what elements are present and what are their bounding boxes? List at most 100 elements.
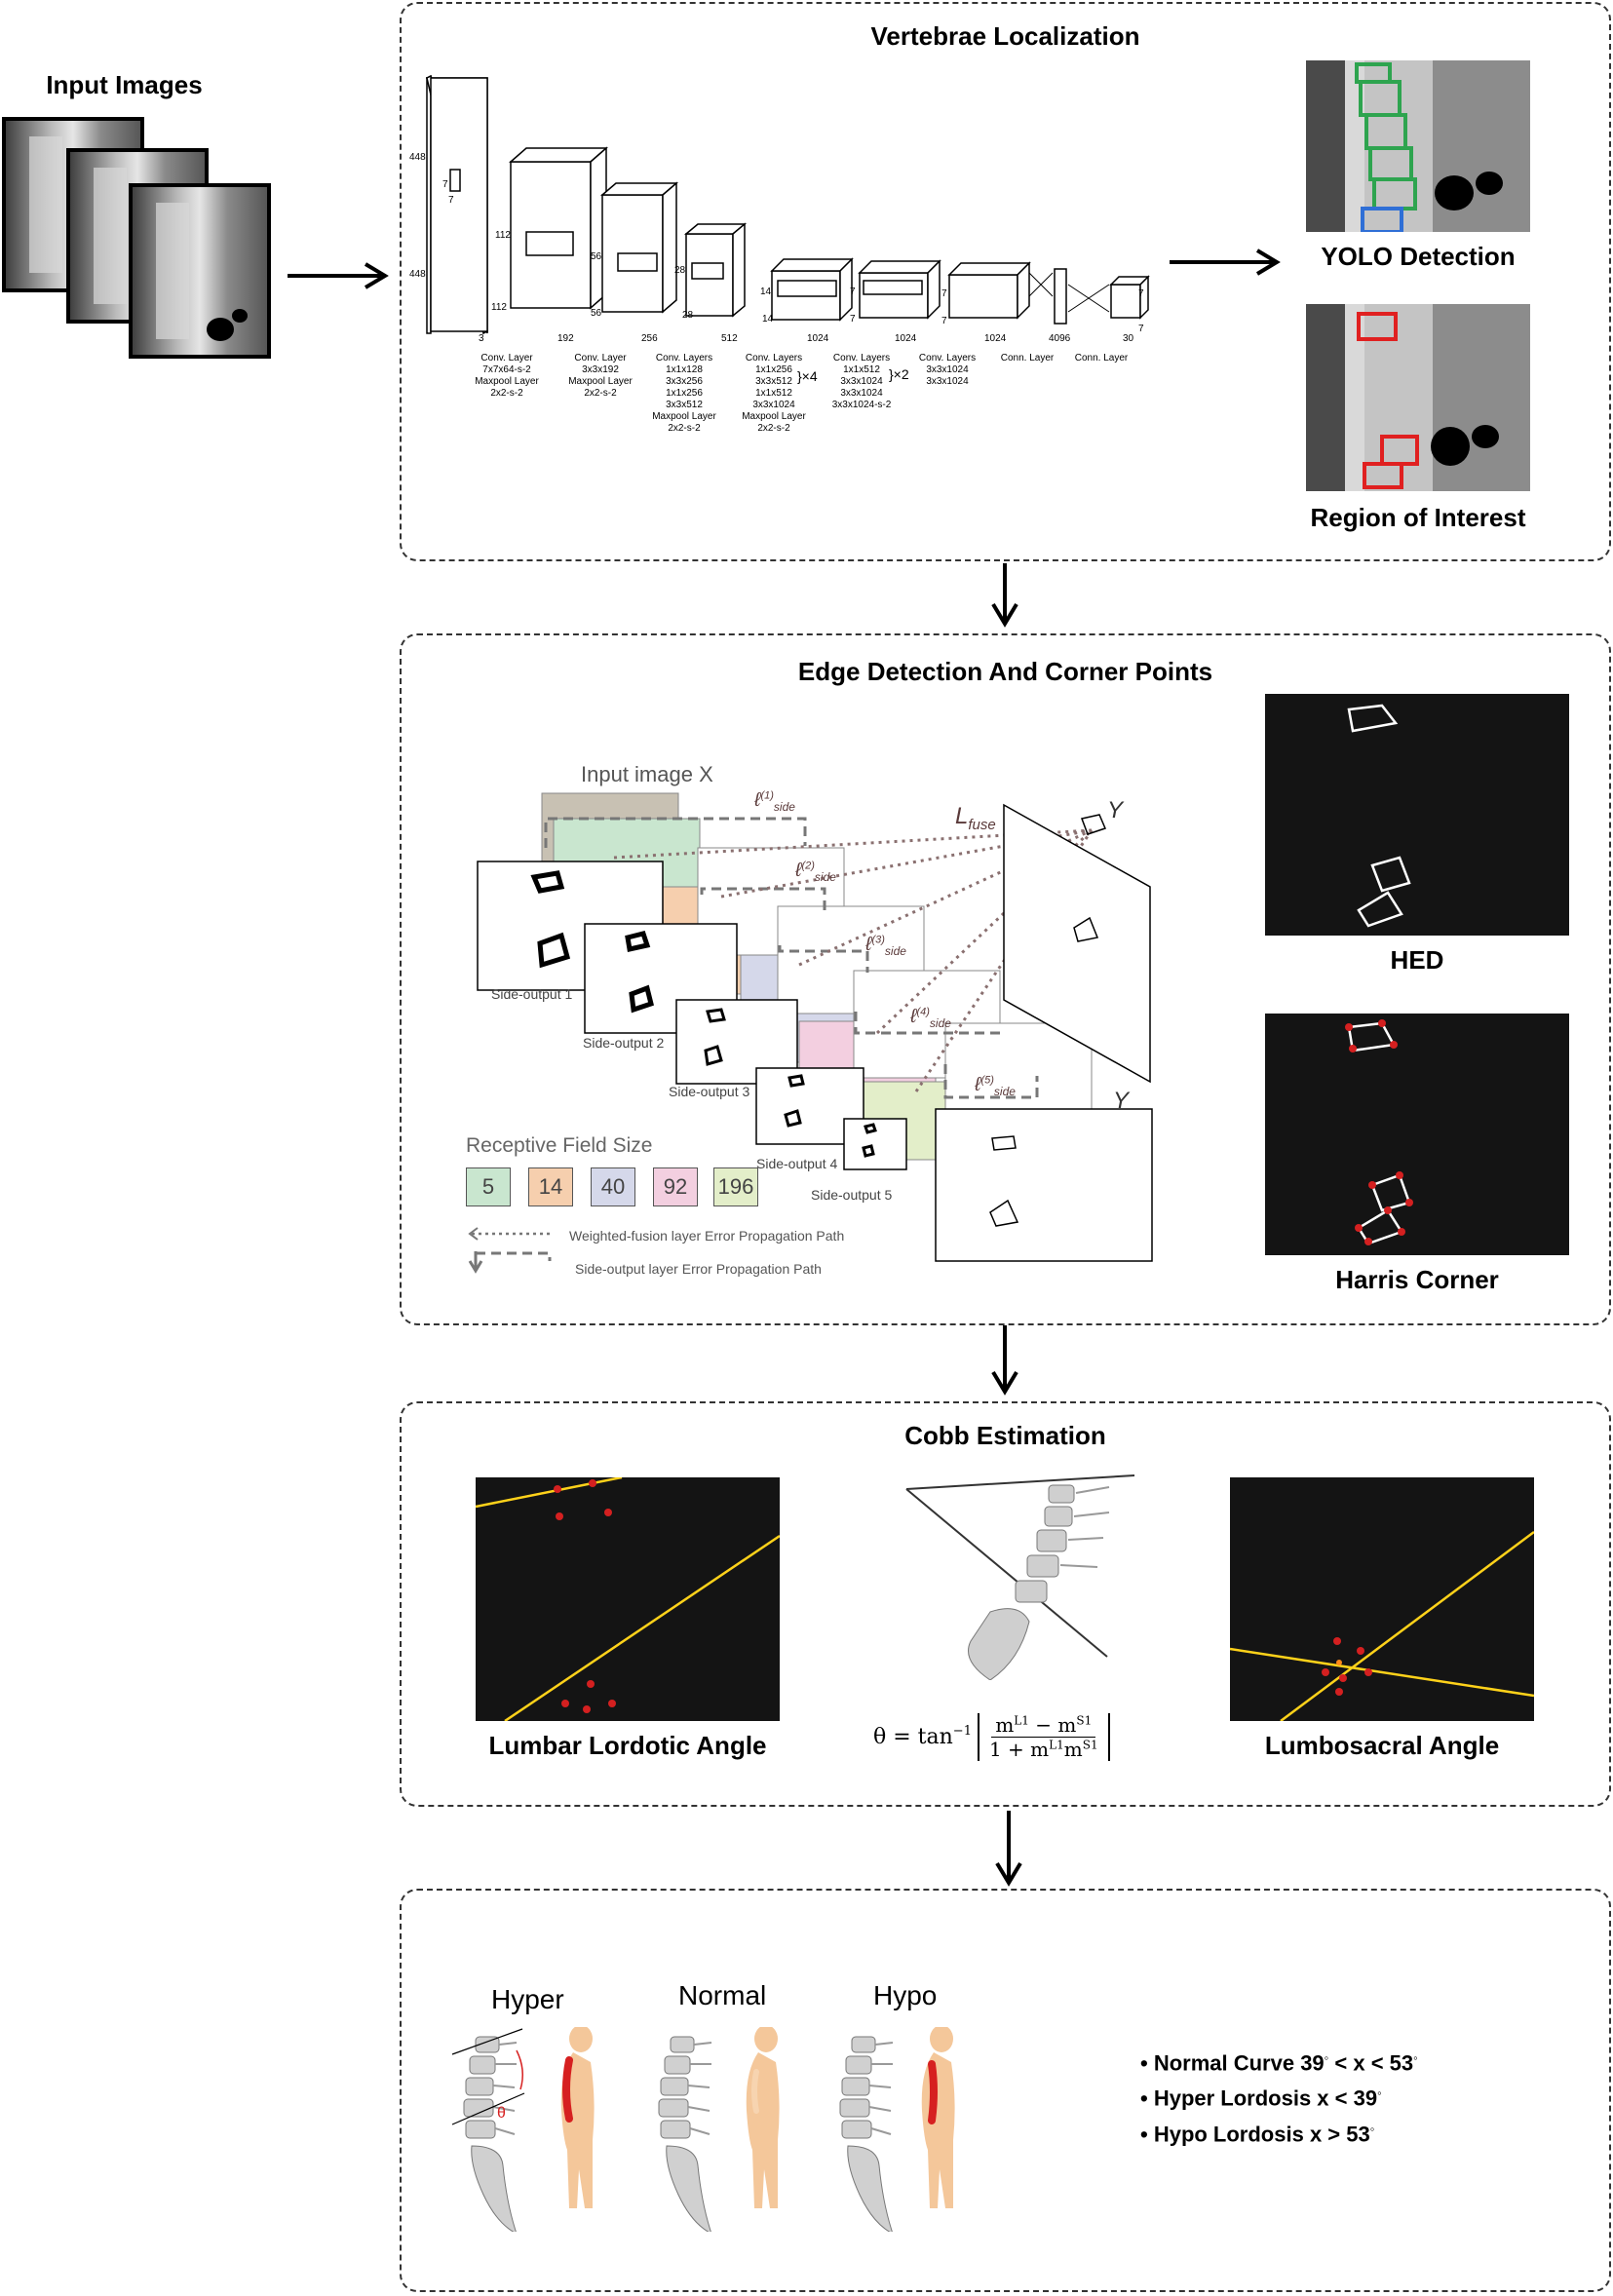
roi-label: Region of Interest — [1310, 503, 1526, 532]
side-output-label: Side-output 4 — [756, 1156, 838, 1171]
layer-caption: Conv. Layers 1x1x128 3x3x256 1x1x256 3x3… — [652, 353, 716, 434]
arrow-down-1 — [991, 563, 1018, 628]
layer-caption: Conv. Layer 7x7x64-s-2 Maxpool Layer 2x2… — [475, 353, 539, 399]
hypo-label: Hypo — [873, 1980, 938, 2010]
cobb-formula: θ = tan−1 mL1 − mS1 1 + mL1mS1 — [873, 1713, 1110, 1761]
side-loss-3: ℓ(3)side — [865, 934, 906, 958]
dim-label: 56 — [591, 251, 602, 262]
rf-box-14: 14 — [528, 1167, 573, 1206]
dim-label: 7 — [850, 287, 856, 297]
classification-bullets: • Normal Curve 39◦ < x < 53◦ • Hyper Lor… — [1140, 2043, 1418, 2149]
dim-label: 14 — [762, 314, 774, 325]
rf-box-5: 5 — [466, 1167, 511, 1206]
normal-label: Normal — [678, 1980, 767, 2010]
hed-result-image — [1265, 694, 1569, 936]
side-loss-5: ℓ(5)side — [975, 1074, 1016, 1098]
side-output-label: Side-output 2 — [583, 1035, 665, 1051]
lumbar-lordotic-image — [476, 1477, 780, 1721]
arrow-down-2 — [991, 1325, 1018, 1396]
receptive-field-title: Receptive Field Size — [466, 1134, 653, 1157]
side-loss-4: ℓ(4)side — [910, 1006, 951, 1030]
dim-label: 7 — [448, 195, 454, 206]
rf-box-196: 196 — [713, 1167, 758, 1206]
hed-label: HED — [1390, 945, 1444, 975]
dim-label: 7 — [941, 316, 947, 326]
arrow-to-yolo — [1170, 249, 1281, 276]
hyper-label: Hyper — [491, 1984, 564, 2014]
harris-corner-label: Harris Corner — [1335, 1265, 1499, 1294]
dim-label: 192 — [557, 333, 574, 344]
yolo-detection-label: YOLO Detection — [1321, 242, 1516, 271]
dim-label: 1024 — [984, 333, 1007, 344]
legend-fusion-arrow — [468, 1227, 552, 1241]
legend-side-arrow — [468, 1251, 552, 1274]
input-image-label: Input image X — [581, 762, 713, 786]
layer-caption: Conn. Layer — [1000, 353, 1055, 364]
yolo-architecture — [426, 74, 1150, 335]
dim-label: 7 — [442, 179, 448, 190]
posture-illustrations — [451, 2027, 955, 2232]
dim-label: 448 — [409, 269, 426, 280]
layer-caption: Conn. Layer — [1074, 353, 1129, 364]
repeat-x4: }×4 — [797, 368, 818, 384]
panel-title: Edge Detection And Corner Points — [797, 657, 1213, 686]
input-ct-stack — [2, 117, 271, 359]
dim-label: 1024 — [807, 333, 829, 344]
region-of-interest-image — [1306, 304, 1530, 491]
layer-caption: Conv. Layers 3x3x1024 3x3x1024 — [918, 353, 977, 387]
layer-caption: Conv. Layers 1x1x256 3x3x512 1x1x512 3x3… — [742, 353, 806, 434]
layer-caption: Conv. Layers 1x1x512 3x3x1024 3x3x1024 3… — [831, 353, 892, 410]
ct-image-3 — [129, 183, 271, 359]
dim-label: 7 — [1138, 288, 1144, 299]
l-fuse-label: Lfuse — [955, 803, 996, 833]
yolo-detection-image — [1306, 60, 1530, 232]
theta-symbol: θ — [497, 2105, 506, 2122]
panel-vertebrae-localization: Vertebrae Localization — [400, 2, 1611, 561]
panel-title: Vertebrae Localization — [870, 21, 1140, 51]
lumbosacral-label: Lumbosacral Angle — [1264, 1731, 1500, 1760]
arrow-down-3 — [995, 1811, 1022, 1887]
rf-box-92: 92 — [653, 1167, 698, 1206]
dim-label: 28 — [674, 265, 686, 276]
side-output-label: Side-output 1 — [491, 986, 573, 1002]
dim-label: 3 — [479, 333, 484, 344]
dim-label: 30 — [1123, 333, 1134, 344]
panel-classification — [400, 1889, 1611, 2292]
input-images-label: Input Images — [46, 70, 203, 99]
dim-label: 112 — [495, 230, 511, 241]
harris-corner-image — [1265, 1014, 1569, 1255]
side-output-label: Side-output 5 — [811, 1187, 893, 1203]
dim-label: 448 — [409, 152, 426, 163]
cobb-spine-illustration — [905, 1474, 1135, 1680]
side-output-label: Side-output 3 — [669, 1084, 750, 1099]
dim-label: 7 — [1138, 324, 1144, 334]
dim-label: 512 — [721, 333, 738, 344]
bullet-hypo: • Hypo Lordosis x > 53◦ — [1140, 2121, 1375, 2146]
side-loss-1: ℓ(1)side — [754, 789, 795, 814]
dim-label: 4096 — [1049, 333, 1071, 344]
rf-box-40: 40 — [591, 1167, 635, 1206]
dim-label: 7 — [850, 314, 856, 325]
dim-label: 1024 — [895, 333, 917, 344]
arrow-input-to-localization — [288, 262, 389, 289]
side-loss-2: ℓ(2)side — [795, 860, 836, 884]
legend-side-text: Side-output layer Error Propagation Path — [575, 1261, 822, 1277]
lumbar-lordotic-label: Lumbar Lordotic Angle — [488, 1731, 767, 1760]
dim-label: 112 — [491, 302, 507, 313]
dim-label: 14 — [760, 287, 772, 297]
bullet-normal: • Normal Curve 39◦ < x < 53◦ — [1140, 2050, 1418, 2076]
y-label-1: Y — [1107, 797, 1124, 823]
repeat-x2: }×2 — [889, 366, 909, 382]
dim-label: 56 — [591, 308, 602, 319]
lumbosacral-image — [1230, 1477, 1534, 1721]
layer-caption: Conv. Layer 3x3x192 Maxpool Layer 2x2-s-… — [568, 353, 633, 399]
dim-label: 28 — [682, 310, 694, 321]
legend-fusion-text: Weighted-fusion layer Error Propagation … — [569, 1228, 845, 1244]
panel-edge-detection: Edge Detection And Corner Points — [400, 633, 1611, 1325]
dim-label: 7 — [941, 288, 947, 299]
hed-diagram — [477, 792, 1153, 1262]
panel-cobb-estimation: Cobb Estimation — [400, 1401, 1611, 1807]
panel-title: Cobb Estimation — [904, 1421, 1106, 1450]
dim-label: 256 — [641, 333, 658, 344]
bullet-hyper: • Hyper Lordosis x < 39◦ — [1140, 2086, 1382, 2111]
